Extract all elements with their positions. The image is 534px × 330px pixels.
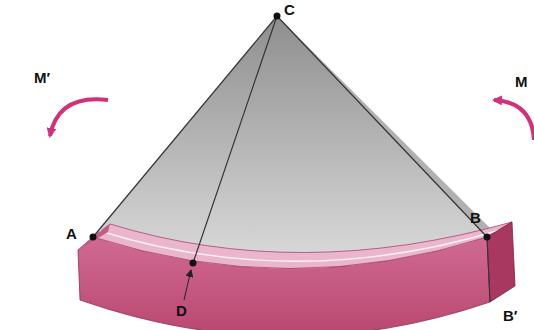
point-label: A <box>66 226 77 241</box>
moment-arrow <box>50 99 108 136</box>
point-label: C <box>284 2 295 17</box>
point-dot <box>274 13 281 20</box>
beam-end-face <box>487 222 515 302</box>
moment-label: M′ <box>34 70 50 85</box>
point-dot <box>190 260 197 267</box>
point-dot <box>90 234 97 241</box>
point-label: B′ <box>503 308 517 323</box>
point-dot <box>484 234 491 241</box>
beam-top-face <box>93 222 512 269</box>
point-label: B <box>470 210 481 225</box>
point-label: D <box>176 303 187 318</box>
moment-label: M <box>515 74 528 89</box>
curvature-fan <box>93 16 487 269</box>
moment-arrow <box>494 100 534 140</box>
leader-line <box>184 270 191 300</box>
